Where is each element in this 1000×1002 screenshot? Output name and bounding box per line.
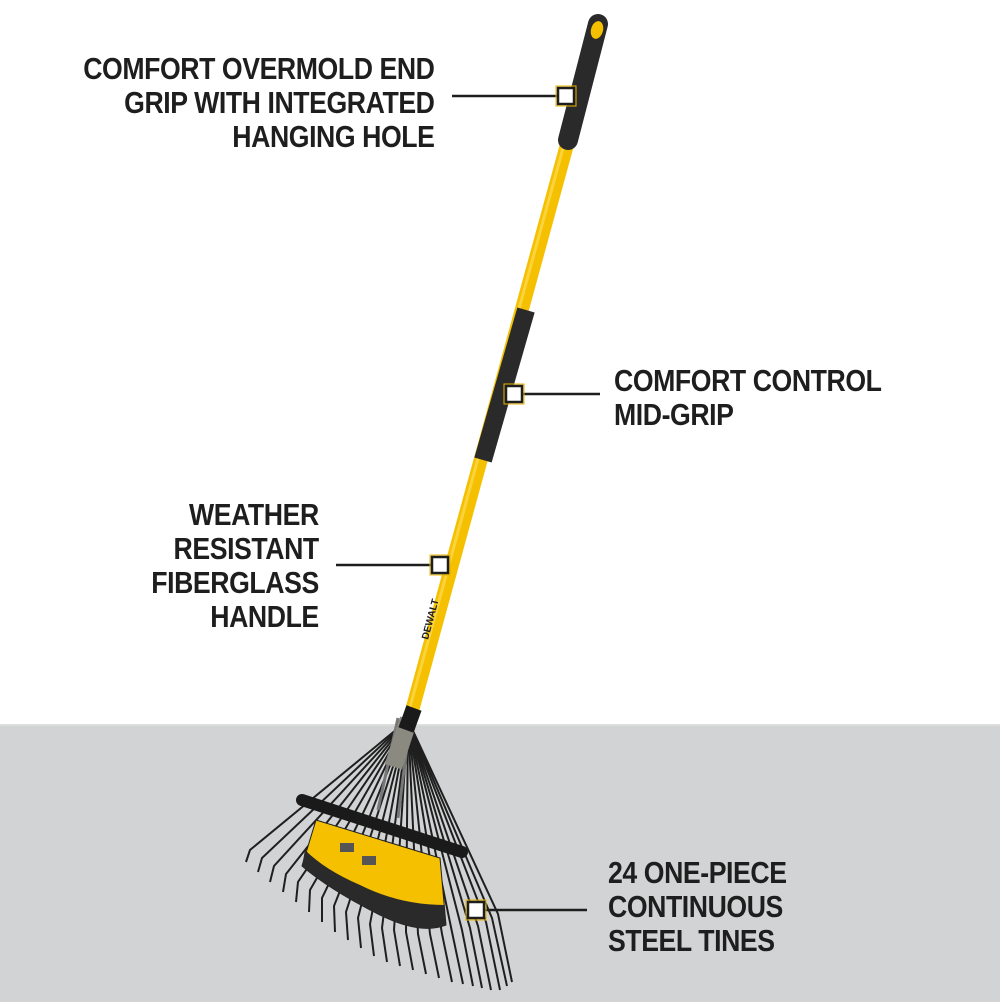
steel-tines	[245, 719, 513, 991]
callout-line: HANDLE	[210, 599, 319, 634]
callout-marker-handle	[430, 555, 450, 575]
callout-line: COMFORT OVERMOLD END	[82, 51, 435, 86]
callout-tines: 24 ONE-PIECE CONTINUOUS STEEL TINES	[608, 856, 787, 958]
callout-line: STEEL TINES	[608, 923, 775, 958]
callout-handle: WEATHER RESISTANT FIBERGLASS HANDLE	[151, 498, 319, 634]
callout-line: 24 ONE-PIECE	[608, 855, 787, 890]
callout-line: GRIP WITH INTEGRATED	[123, 85, 435, 120]
callout-marker-end-grip	[556, 86, 576, 106]
callout-line: HANGING HOLE	[231, 119, 435, 154]
callout-marker-tines	[466, 900, 486, 920]
callout-line: FIBERGLASS	[151, 565, 319, 600]
callout-line: CONTINUOUS	[608, 889, 783, 924]
callout-end-grip: COMFORT OVERMOLD END GRIP WITH INTEGRATE…	[82, 51, 435, 154]
callout-marker-mid-grip	[504, 384, 524, 404]
callout-line: RESISTANT	[173, 531, 320, 566]
callout-line: MID-GRIP	[614, 397, 734, 432]
callout-line: WEATHER	[189, 497, 319, 532]
callout-mid-grip: COMFORT CONTROL MID-GRIP	[614, 364, 882, 432]
rake-head-label	[301, 819, 447, 929]
callout-line: COMFORT CONTROL	[614, 363, 882, 398]
